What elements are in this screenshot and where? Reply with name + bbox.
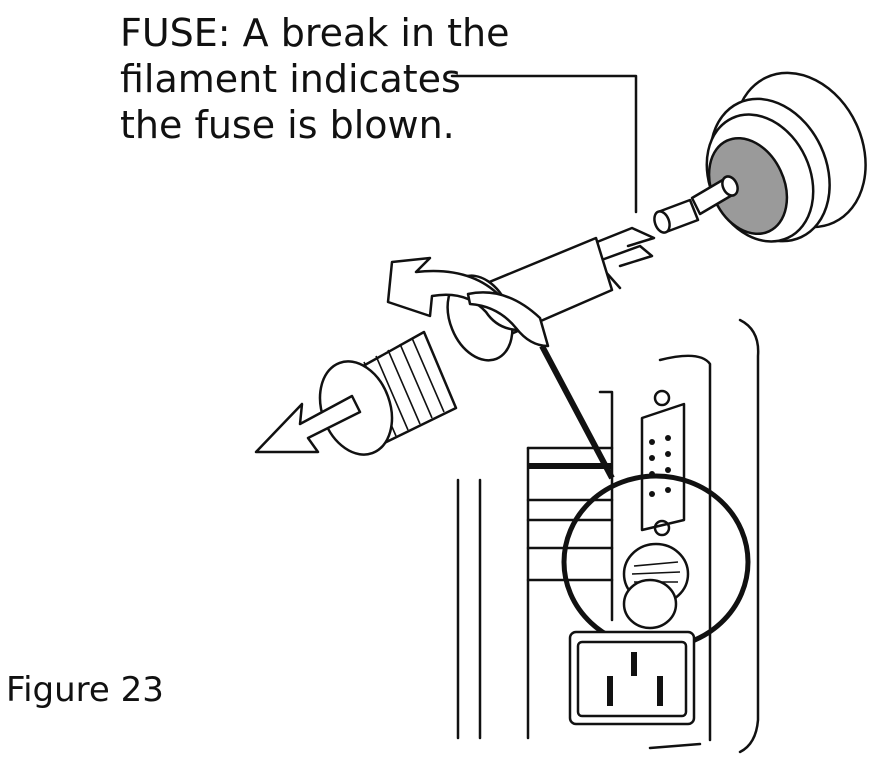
rear-panel — [456, 318, 760, 754]
rotate-arrow-icon — [386, 256, 550, 348]
leader-line — [450, 74, 638, 214]
zoom-connector — [539, 344, 615, 480]
pull-arrow-icon — [254, 394, 362, 454]
panel-fuse-holder — [622, 542, 690, 630]
caption-line-2: filament indicates — [120, 57, 461, 101]
figure-label: Figure 23 — [6, 670, 164, 710]
fuse-clip — [584, 226, 656, 290]
knob-icon — [318, 330, 458, 456]
serial-port-icon — [640, 389, 686, 537]
fuse-caption: FUSE: A break in the filament indicates … — [120, 10, 510, 148]
caption-line-1: FUSE: A break in the — [120, 11, 510, 55]
caption-line-3: the fuse is blown. — [120, 103, 455, 147]
power-socket-icon — [568, 630, 696, 726]
fuse-holder-cap-icon — [690, 71, 867, 243]
fuse-icon — [653, 198, 700, 234]
